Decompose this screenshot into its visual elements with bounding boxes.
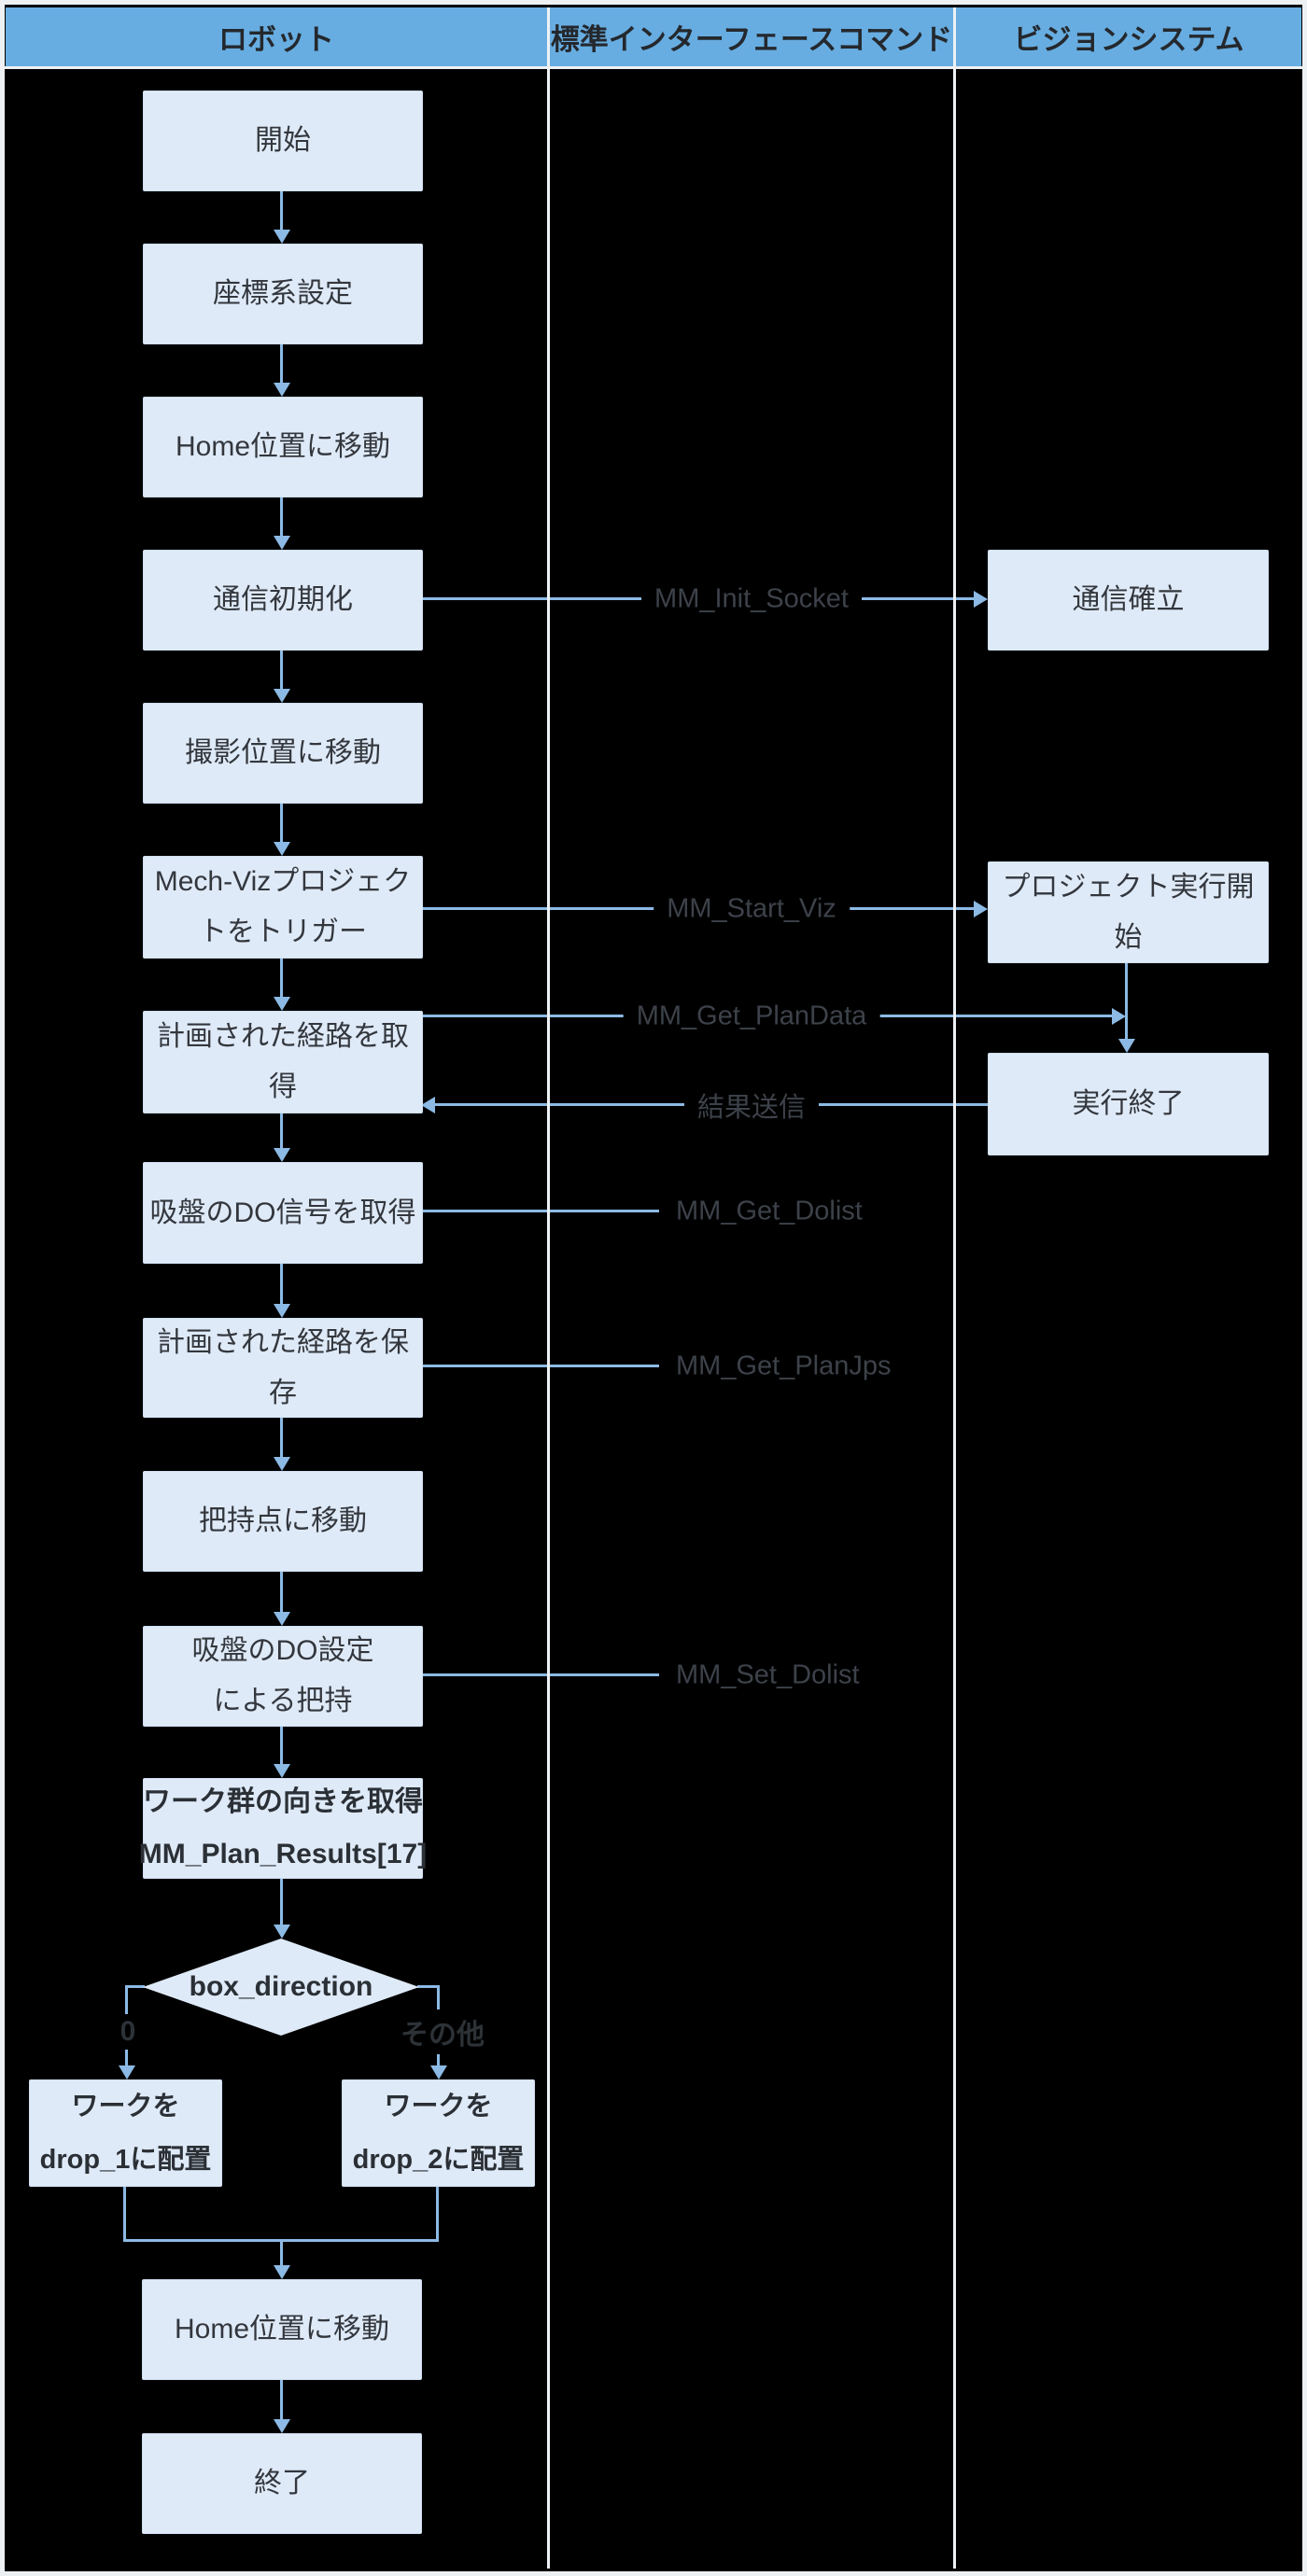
command-label-set-dolist: MM_Set_Dolist (665, 1658, 860, 1693)
lane-header-vision: ビジョンシステム (956, 7, 1301, 66)
merge-line (280, 2239, 283, 2266)
lane-title: ビジョンシステム (1013, 23, 1244, 56)
branch-line-right (417, 1985, 440, 1988)
node-end: 終了 (142, 2433, 422, 2534)
arrow-right-icon (974, 591, 988, 608)
command-label-get-plandata: MM_Get_PlanData (623, 999, 880, 1034)
command-label-init-socket: MM_Init_Socket (641, 581, 862, 617)
command-label-get-dolist: MM_Get_Dolist (665, 1194, 863, 1229)
arrow-left-icon (421, 1097, 435, 1113)
branch-line-left (126, 1985, 145, 1988)
merge-line (123, 2185, 126, 2242)
node-get-orientation: ワーク群の向きを取得 MM_Plan_Results[17] (139, 1778, 427, 1879)
arrow-down-icon (274, 2265, 290, 2279)
lane-header-command: 標準インターフェースコマンド (550, 7, 953, 66)
arrow-down-icon (274, 689, 290, 703)
arrow-right-icon (974, 901, 988, 917)
arrow-down-icon (274, 2419, 290, 2433)
node-start: 開始 (143, 91, 423, 191)
node-drop-1: ワークを drop_1に配置 (29, 2079, 222, 2187)
arrow-down-icon (274, 842, 290, 856)
decision-label: box_direction (189, 1971, 373, 2002)
command-line (421, 1210, 659, 1212)
arrow-down-icon (274, 1764, 290, 1778)
command-line (421, 1673, 659, 1676)
arrow-down-icon (274, 1457, 290, 1471)
lane-title: ロボット (218, 23, 334, 56)
arrow-down-icon (430, 2065, 447, 2079)
node-trigger-viz: Mech-Vizプロジェク トをトリガー (143, 856, 423, 959)
arrow-down-icon (274, 1612, 290, 1626)
node-comm-init: 通信初期化 (143, 550, 423, 651)
arrow-down-icon (274, 383, 290, 397)
arrow-down-icon (274, 536, 290, 550)
node-coordinate: 座標系設定 (143, 244, 423, 344)
lane-header-robot: ロボット (6, 7, 547, 66)
branch-label-zero: 0 (110, 2014, 146, 2050)
node-home-move-1: Home位置に移動 (143, 397, 423, 497)
flow-line (280, 802, 283, 843)
command-label-get-planjps: MM_Get_PlanJps (665, 1349, 892, 1384)
node-project-start: プロジェクト実行開始 (988, 861, 1269, 963)
flow-line (280, 496, 283, 537)
arrow-down-icon (274, 1304, 290, 1318)
header-divider (5, 66, 1302, 69)
branch-label-other: その他 (391, 2009, 494, 2054)
node-get-do: 吸盤のDO信号を取得 (143, 1162, 423, 1264)
lane-divider-1 (547, 7, 550, 2569)
arrow-down-icon (274, 997, 290, 1011)
flow-line (280, 1725, 283, 1765)
node-home-move-2: Home位置に移動 (142, 2279, 422, 2380)
node-get-path: 計画された経路を取得 (143, 1011, 423, 1113)
node-execution-end: 実行終了 (988, 1053, 1269, 1155)
flow-line (280, 1112, 283, 1149)
node-set-do: 吸盤のDO設定 による把持 (143, 1626, 423, 1727)
command-line (421, 1365, 659, 1367)
flow-line (280, 1416, 283, 1458)
arrow-down-icon (1118, 1039, 1135, 1053)
command-label-send-result: 結果送信 (683, 1084, 820, 1127)
node-capture-move: 撮影位置に移動 (143, 703, 423, 804)
flow-line (280, 189, 283, 231)
lane-divider-2 (953, 7, 956, 2569)
node-comm-established: 通信確立 (988, 550, 1269, 651)
merge-line (436, 2185, 439, 2242)
flow-line (280, 957, 283, 998)
command-label-start-viz: MM_Start_Viz (654, 891, 850, 927)
arrow-down-icon (274, 230, 290, 244)
lane-title: 標準インターフェースコマンド (550, 23, 953, 56)
node-drop-2: ワークを drop_2に配置 (342, 2079, 535, 2187)
flow-line (280, 343, 283, 384)
flow-line (280, 1570, 283, 1613)
arrow-down-icon (119, 2065, 135, 2079)
flow-line (280, 2378, 283, 2420)
decision-box-direction: box_direction (143, 1939, 419, 2036)
node-move-grasp: 把持点に移動 (143, 1471, 423, 1572)
arrow-down-icon (274, 1148, 290, 1162)
node-save-path: 計画された経路を保存 (143, 1318, 423, 1418)
arrow-down-icon (274, 1925, 290, 1939)
flow-line (280, 1262, 283, 1305)
arrow-right-icon (1112, 1008, 1126, 1025)
vision-flow-line (1125, 961, 1128, 1040)
flow-line (280, 649, 283, 690)
flow-line (280, 1877, 283, 1925)
